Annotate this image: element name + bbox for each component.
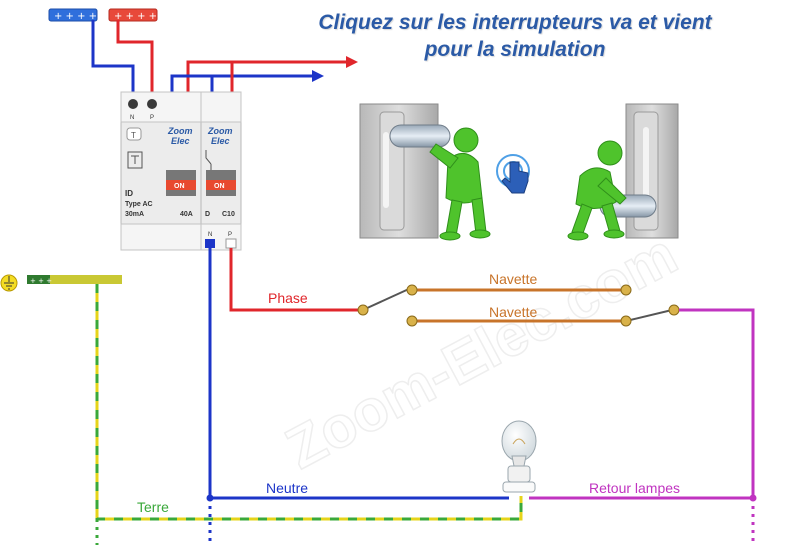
label-navette-top: Navette (489, 271, 537, 287)
breaker-id-rating: 40A (180, 211, 193, 218)
breaker-c10[interactable]: Zoom Elec ON D C10 N P (200, 91, 242, 251)
breaker-id-type-1: ID (125, 189, 133, 198)
breaker-id-type-2: Type AC (125, 201, 153, 208)
phase-feed-wire (116, 20, 154, 98)
breaker-symbol-icon (205, 150, 212, 170)
breaker-c10-on-label: ON (214, 183, 225, 190)
svg-text:+ + + +: + + + + (54, 11, 97, 22)
label-neutre: Neutre (266, 480, 308, 496)
breaker-c10-rating: C10 (222, 211, 235, 218)
click-hand-icon (496, 154, 530, 194)
phase-wire (229, 248, 362, 312)
switch-2-illustration[interactable] (567, 103, 679, 241)
switch-1-contact[interactable] (357, 284, 418, 327)
earth-wire (95, 284, 523, 521)
breaker-id-type-3: 30mA (125, 211, 144, 218)
label-retour-lampes: Retour lampes (589, 480, 680, 496)
breaker-c10-curve: D (205, 211, 210, 218)
label-navette-bottom: Navette (489, 304, 537, 320)
lamp-bulb (501, 420, 537, 493)
breaker-c10-brand-1: Zoom (207, 126, 233, 136)
watermark: Zoom-Elec.com (276, 221, 688, 481)
neutral-comb-bar: + + + + (48, 8, 98, 22)
page-title-line-1: Cliquez sur les interrupteurs va et vien… (318, 11, 712, 34)
breaker-id[interactable]: N P T Zoom Elec ON ID Type AC 30mA 40A (120, 91, 202, 251)
svg-text:+ + + +: + + + + (114, 11, 157, 22)
page-title-line-2: pour la simulation (424, 38, 606, 61)
breaker-c10-terminal-p: P (228, 232, 232, 238)
retour-lampes-wire (529, 308, 755, 500)
breaker-c10-brand-2: Elec (211, 136, 230, 146)
test-button[interactable] (126, 127, 142, 141)
green-figure-2-icon (567, 140, 627, 241)
phase-out-arrow (186, 60, 352, 98)
breaker-id-terminal-p: P (150, 115, 154, 121)
breaker-id-lever[interactable]: ON (166, 170, 196, 196)
breaker-c10-terminal-n: N (208, 232, 212, 238)
differential-symbol-icon (127, 151, 143, 169)
breaker-id-brand-2: Elec (171, 136, 190, 146)
phase-comb-bar: + + + + (108, 8, 158, 22)
label-terre: Terre (137, 499, 169, 515)
switch-2-contact[interactable] (620, 284, 680, 327)
earth-symbol-icon (0, 274, 18, 292)
label-phase: Phase (268, 290, 308, 306)
neutral-out-arrow (170, 74, 318, 98)
earth-terminal-bar: + + + (27, 275, 122, 285)
test-button-label: T (131, 131, 136, 140)
svg-text:+ + +: + + + (30, 277, 52, 285)
switch-1-illustration[interactable] (359, 103, 491, 241)
breaker-id-terminal-n: N (130, 115, 134, 121)
breaker-id-on-label: ON (174, 183, 185, 190)
green-figure-1-icon (429, 127, 491, 241)
breaker-c10-lever[interactable]: ON (206, 170, 236, 196)
breaker-id-brand-1: Zoom (167, 126, 193, 136)
neutral-feed-wire (91, 20, 135, 98)
